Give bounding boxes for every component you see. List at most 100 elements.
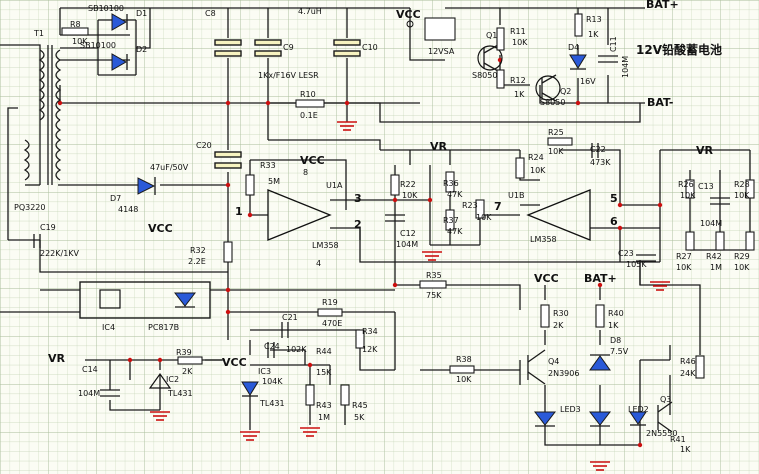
battery-label: 12V铅酸蓄电池 <box>636 42 722 57</box>
transistor-q2 <box>535 74 561 102</box>
d7-part-label: 4148 <box>118 205 138 214</box>
r13-label: R13 <box>586 15 602 24</box>
c23-label: C23 <box>618 249 634 258</box>
pin-1-label: 1 <box>235 205 243 218</box>
ground-symbol <box>337 121 357 131</box>
r8-label: R8 <box>70 20 81 29</box>
c12-value: 104M <box>396 240 418 249</box>
bat-minus-label: BAT- <box>647 96 674 109</box>
r38-label: R38 <box>456 355 472 364</box>
q4-part-label: 2N3906 <box>548 369 579 378</box>
r45-label: R45 <box>352 401 368 410</box>
vcc-q4-label: VCC <box>534 272 559 285</box>
led2-label: LED2 <box>628 405 649 414</box>
d1-part-label: SB10100 <box>88 4 124 13</box>
u1a-pin4: 4 <box>316 259 321 268</box>
t1-label: T1 <box>33 29 44 38</box>
vr-bottom-label: VR <box>48 352 66 365</box>
opto-diode <box>173 292 197 307</box>
pin-7-label: 7 <box>494 200 502 213</box>
d8-value: 7.5V <box>610 347 629 356</box>
ic4-part-label: PC817B <box>148 323 179 332</box>
resistor-r45 <box>340 384 350 406</box>
u1a-part-label: LM358 <box>312 241 339 250</box>
r28-value: 10K <box>734 191 750 200</box>
r10-label: R10 <box>300 90 316 99</box>
regulator-ic2 <box>148 372 172 389</box>
r25-value: 10K <box>548 147 564 156</box>
relay-12v <box>424 17 456 41</box>
ic3-part-label: TL431 <box>259 399 285 408</box>
r42-value: 1M <box>710 263 722 272</box>
capacitor-c22 <box>591 143 599 158</box>
resistor-r28 <box>745 179 755 199</box>
resistor-r24 <box>515 157 525 179</box>
d2-label: D2 <box>136 45 147 54</box>
diode-d1 <box>111 13 128 31</box>
pin-3-label: 3 <box>354 192 362 205</box>
resistor-r34 <box>355 329 365 349</box>
d7-label: D7 <box>110 194 121 203</box>
diode-d2 <box>111 53 128 71</box>
relay-label: 12VSA <box>428 47 455 56</box>
zener-d8 <box>589 355 611 371</box>
r27-label: R27 <box>676 252 692 261</box>
capacitor-c23 <box>636 254 656 262</box>
c9-label: C9 <box>283 43 294 52</box>
capacitor-c19 <box>33 234 41 248</box>
r12-value: 1K <box>514 90 525 99</box>
c14-label: C14 <box>82 365 98 374</box>
c14-value: 104M <box>78 389 100 398</box>
c24-label: C24 <box>264 342 280 351</box>
d1-label: D1 <box>136 9 147 18</box>
r23-value: 10K <box>476 213 492 222</box>
resistor-r25 <box>547 137 573 146</box>
resistor-r8 <box>61 27 89 36</box>
vcc-bottom-label: VCC <box>222 356 247 369</box>
c23-value: 105K <box>626 260 647 269</box>
led3-label: LED3 <box>560 405 581 414</box>
r22-value: 10K <box>402 191 418 200</box>
r34-value: 12K <box>362 345 378 354</box>
r8-value: 10K <box>72 37 88 46</box>
q1-label: Q1 <box>486 31 497 40</box>
q1-part-label: S8050 <box>472 71 497 80</box>
zener-d4 <box>569 54 587 69</box>
c19-value: 222K/1KV <box>40 249 80 258</box>
led2 <box>629 411 647 425</box>
r22-label: R22 <box>400 180 416 189</box>
led3 <box>533 411 557 426</box>
resistor-r33 <box>245 174 255 196</box>
c11-value: 104M <box>621 56 630 78</box>
capacitor-c24 <box>267 342 275 358</box>
r13-value: 1K <box>588 30 599 39</box>
r46-label: R46 <box>680 357 696 366</box>
resistor-r10 <box>295 99 325 108</box>
resistor-r46 <box>695 355 705 379</box>
r24-value: 10K <box>530 166 546 175</box>
r25-label: R25 <box>548 128 564 137</box>
r39-label: R39 <box>176 348 192 357</box>
transistor-q4 <box>527 349 546 385</box>
r41-value: 1K <box>680 445 691 454</box>
capacitor-c21 <box>281 322 289 338</box>
r42-label: R42 <box>706 252 722 261</box>
led-d <box>588 411 612 426</box>
r34-label: R34 <box>362 327 378 336</box>
r32-label: R32 <box>190 246 206 255</box>
c12-label: C12 <box>400 229 416 238</box>
r45-value: 5K <box>354 413 365 422</box>
pin-5-label: 5 <box>610 192 618 205</box>
r44-value: 15K <box>316 368 332 377</box>
resistor-r29 <box>745 231 755 251</box>
q2-part-label: S8050 <box>540 98 565 107</box>
capacitor-c11 <box>598 55 618 63</box>
regulator-ic3 <box>241 381 259 396</box>
resistor-r19 <box>317 308 343 317</box>
capacitor-c13 <box>710 197 730 205</box>
resistor-r44 <box>305 384 315 406</box>
u1b-part-label: LM358 <box>530 235 557 244</box>
c19-label: C19 <box>40 223 56 232</box>
